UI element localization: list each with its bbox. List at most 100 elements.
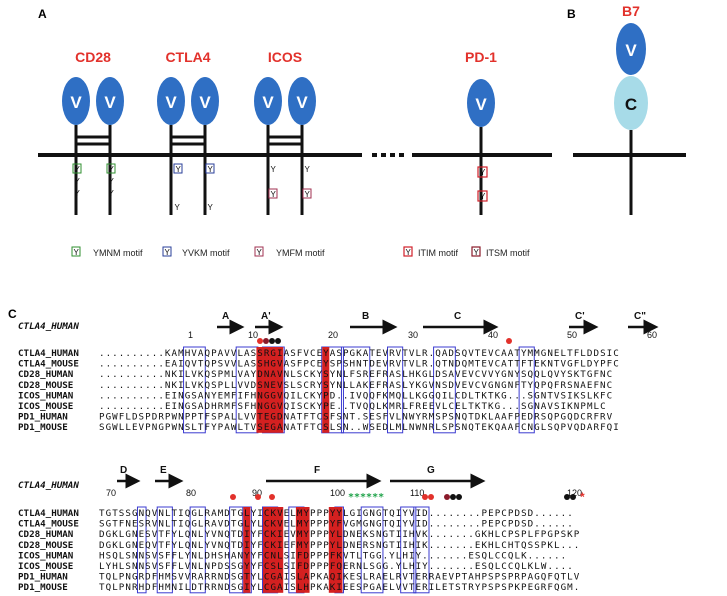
svg-text:*: * xyxy=(580,490,585,504)
legend-ymnm: Y YMNM motif xyxy=(71,246,143,258)
sequence-name: ICOS_MOUSE xyxy=(18,401,73,412)
secondary-structure-track: D E F G xyxy=(117,465,486,489)
conservation-box xyxy=(136,506,147,594)
sequence-name: CTLA4_HUMAN xyxy=(18,348,79,359)
domain-label: V xyxy=(296,93,308,112)
sequence-name: PD1_HUMAN xyxy=(18,572,68,583)
tyrosine-motif: Y xyxy=(75,165,81,174)
position-number: 40 xyxy=(488,330,498,340)
position-number: 50 xyxy=(567,330,577,340)
receptor-ctla4: CTLA4 V V Y Y Y Y xyxy=(157,49,219,215)
conservation-box xyxy=(360,506,384,594)
sequence-residues: ..........KAMHVAQPAVVLASSRGIASFVCEYASPGK… xyxy=(99,348,619,359)
strand-label: C' xyxy=(575,311,585,322)
sequence-residues: TQLPNGRDFHMSVVRARRNDSGTYLCGAISLAPKAQIKES… xyxy=(99,572,580,583)
sequence-residues: ..........EINGSADHRMFSFHNGGVQISCKYPE..TV… xyxy=(99,401,606,412)
receptor-name: CD28 xyxy=(75,49,111,65)
identical-column xyxy=(263,507,271,593)
receptor-name: PD-1 xyxy=(465,49,497,65)
contact-markers xyxy=(257,338,512,344)
identical-column xyxy=(276,347,284,433)
conserved-stars: ****** xyxy=(348,492,384,503)
sequence-name: CTLA4_MOUSE xyxy=(18,359,79,370)
conservation-box xyxy=(340,346,371,434)
tyrosine-motif: Y xyxy=(175,203,181,212)
sequence-name: CD28_MOUSE xyxy=(18,540,73,551)
sequence-name: CD28_HUMAN xyxy=(18,529,73,540)
sequence-residues: PGWFLDSPDRPWNPPTFSPALLVVTEGDNATFTCSFSNT.… xyxy=(99,412,613,423)
legend-label: YMFM motif xyxy=(276,248,325,258)
sequence-name: PD1_HUMAN xyxy=(18,412,68,423)
strand-label: D xyxy=(120,465,127,476)
sequence-residues: HSQLSNNSVSFFLYNLDHSHANYYFCNLSIFDPPPFKVTL… xyxy=(99,550,566,561)
v-domain xyxy=(62,77,90,125)
tyrosine-motif: Y xyxy=(109,177,115,186)
ligand-name: B7 xyxy=(622,3,640,19)
conservation-box xyxy=(183,346,206,434)
domain-label: V xyxy=(70,93,82,112)
v-domain xyxy=(467,79,495,127)
tyrosine-motif: Y xyxy=(305,165,311,174)
panel-label-a: A xyxy=(38,7,47,21)
conservation-box xyxy=(413,506,430,594)
identical-column xyxy=(302,507,310,593)
conservation-box xyxy=(518,346,535,434)
tyrosine-motif: Y xyxy=(176,165,182,174)
alignment-rows: CTLA4_HUMAN TGTSSGNQVNLTIQGLRAMDTGLYICKVE… xyxy=(18,506,580,594)
tyrosine-motif: Y xyxy=(480,168,486,177)
identical-column xyxy=(295,507,303,593)
identical-column xyxy=(263,347,271,433)
legend-glyph: Y xyxy=(406,248,412,257)
tyrosine-motif: Y xyxy=(109,189,115,198)
sequence-residues: DGKLGNEQVTFYLQNLYVNQTDIYFCKIEFMYPPPYLDNE… xyxy=(99,540,579,551)
legend-label: ITIM motif xyxy=(418,248,458,258)
sequence-residues: TQLPNRHDFHMNILDTRRNDSGIYLCGAISLHPKAKIEES… xyxy=(99,582,579,593)
position-number: 100 xyxy=(330,488,345,498)
tyrosine-motif: Y xyxy=(208,203,214,212)
legend-glyph: Y xyxy=(74,248,80,257)
legend-label: YMNM motif xyxy=(93,248,143,258)
tyrosine-motif: Y xyxy=(480,192,486,201)
receptor-name: ICOS xyxy=(268,49,302,65)
conservation-box xyxy=(433,346,456,434)
sequence-residues: ..........NKILVKQSPLLVVDSNEVSLSCRYSYNLLA… xyxy=(99,380,612,391)
position-number: 80 xyxy=(186,488,196,498)
sequence-name: ICOS_MOUSE xyxy=(18,561,73,572)
position-number: 120 xyxy=(567,488,582,498)
panel-label-c: C xyxy=(8,307,17,321)
tyrosine-motif: Y xyxy=(75,177,81,186)
c-domain xyxy=(614,76,648,130)
identical-column xyxy=(269,507,277,593)
motif-legend: Y YMNM motif Y YVKM motif Y YMFM motif Y… xyxy=(71,246,530,258)
strand-label: C xyxy=(454,311,461,322)
sequence-name: CTLA4_HUMAN xyxy=(18,508,79,519)
domain-label: V xyxy=(165,93,177,112)
receptor-icos: ICOS V V Y Y Y Y xyxy=(254,49,316,215)
identical-column xyxy=(276,507,284,593)
tyrosine-motif: Y xyxy=(109,165,115,174)
sequence-residues: ..........EAIQVTQPSVVLASSHGVASFPCEYSPSHN… xyxy=(99,359,619,370)
receptor-name: CTLA4 xyxy=(165,49,210,65)
position-number: 30 xyxy=(408,330,418,340)
sequence-name: PD1_MOUSE xyxy=(18,582,68,593)
position-number: 60 xyxy=(647,330,657,340)
secondary-structure-track: A A' B C C' C" xyxy=(217,311,659,335)
position-number: 10 xyxy=(248,330,258,340)
sequence-residues: LYHLSNNSVSFFLVNLNPDSSGYYFCSLSIFDPPPFQERN… xyxy=(99,561,573,572)
legend-label: ITSM motif xyxy=(486,248,530,258)
sequence-name: CD28_MOUSE xyxy=(18,380,73,391)
sequence-residues: SGTFNESRVNLTIQGLRAVDTGLYLCKVELMYPPPYFVGM… xyxy=(99,519,573,530)
contact-markers: * xyxy=(230,490,585,504)
alignment-header: CTLA4_HUMAN xyxy=(18,321,79,332)
strand-label: E xyxy=(160,465,167,476)
legend-itim: Y ITIM motif xyxy=(403,246,458,258)
legend-glyph: Y xyxy=(474,248,480,257)
sequence-name: CD28_HUMAN xyxy=(18,369,73,380)
strand-label: B xyxy=(362,311,369,322)
tyrosine-motif: Y xyxy=(75,189,81,198)
position-number: 110 xyxy=(410,488,424,498)
v-domain xyxy=(288,77,316,125)
sequence-residues: TGTSSGNQVNLTIQGLRAMDTGLYICKVELMYPPPYYLGI… xyxy=(99,508,573,519)
v-domain xyxy=(254,77,282,125)
identical-column xyxy=(328,507,336,593)
